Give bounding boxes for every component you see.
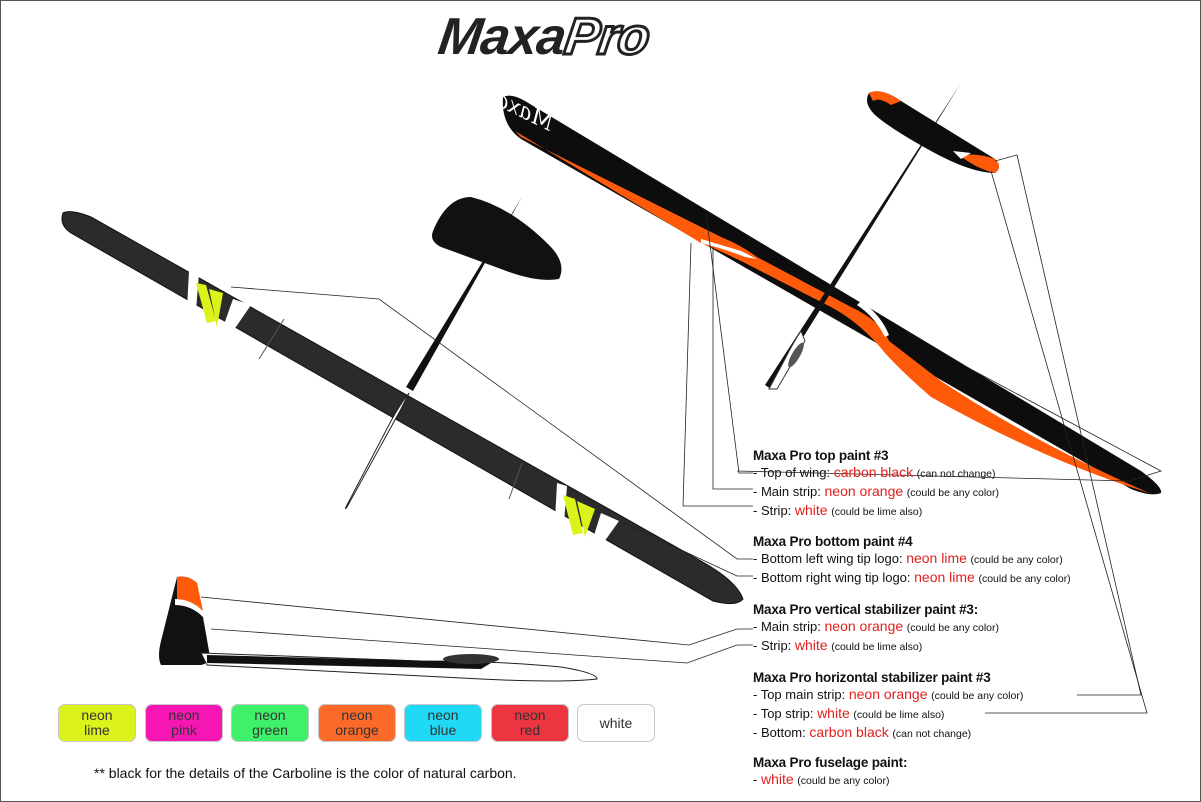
spec-line: - Top strip: white (could be lime also)	[753, 705, 945, 721]
spec-line: - Bottom right wing tip logo: neon lime …	[753, 569, 1071, 585]
swatch-white: white	[577, 704, 655, 742]
spec-line: - Strip: white (could be lime also)	[753, 502, 923, 518]
spec-horizontal-stabilizer: Maxa Pro horizontal stabilizer paint #3 …	[753, 669, 1023, 743]
spec-line: - white (could be any color)	[753, 771, 890, 787]
spec-title: Maxa Pro horizontal stabilizer paint #3	[753, 670, 991, 685]
spec-line: - Top main strip: neon orange (could be …	[753, 686, 1024, 702]
spec-line: - Top of wing: carbon black (can not cha…	[753, 464, 996, 480]
spec-line: - Strip: white (could be lime also)	[753, 637, 923, 653]
spec-line: - Bottom left wing tip logo: neon lime (…	[753, 550, 1063, 566]
spec-title: Maxa Pro bottom paint #4	[753, 534, 913, 549]
side-view-glider	[159, 576, 598, 682]
top-view-glider: Maxa	[491, 83, 1162, 495]
spec-title: Maxa Pro vertical stabilizer paint #3:	[753, 602, 978, 617]
spec-line: - Bottom: carbon black (can not change)	[753, 724, 972, 740]
right-wing-tip-logo	[555, 483, 619, 549]
spec-line: - Main strip: neon orange (could be any …	[753, 618, 999, 634]
logo-text-left: Maxa	[434, 8, 570, 66]
spec-fuselage: Maxa Pro fuselage paint: - white (could …	[753, 754, 907, 790]
leader-lines	[200, 154, 1163, 714]
spec-line: - Main strip: neon orange (could be any …	[753, 483, 999, 499]
spec-title: Maxa Pro fuselage paint:	[753, 755, 908, 770]
footnote: ** black for the details of the Carbolin…	[94, 765, 517, 781]
spec-bottom-paint: Maxa Pro bottom paint #4 - Bottom left w…	[753, 533, 1071, 588]
spec-top-paint: Maxa Pro top paint #3 - Top of wing: car…	[753, 447, 999, 521]
spec-title: Maxa Pro top paint #3	[753, 448, 889, 463]
maxa-pro-logo: MaxaPro	[434, 7, 655, 68]
left-wing-tip-logo	[187, 271, 251, 337]
logo-text-right: Pro	[560, 7, 655, 68]
bottom-view-glider	[61, 197, 744, 605]
spec-vertical-stabilizer: Maxa Pro vertical stabilizer paint #3: -…	[753, 601, 999, 656]
